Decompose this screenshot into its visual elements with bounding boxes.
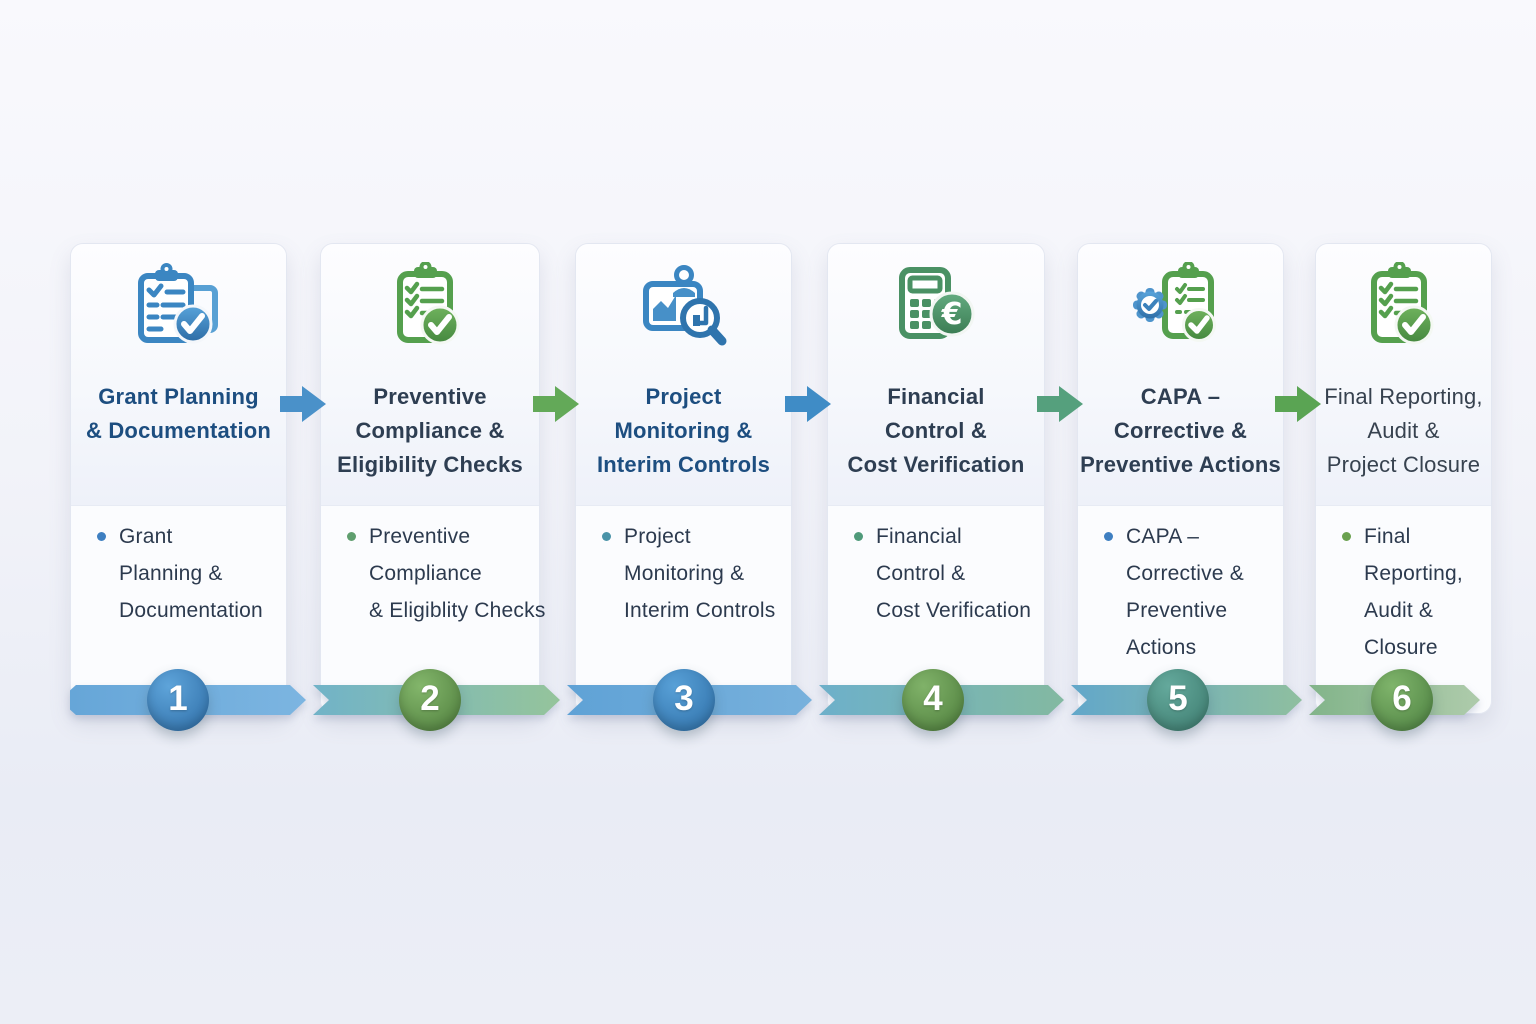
bullet-text: Grant Planning & Documentation [119, 525, 263, 622]
step-number: 2 [420, 679, 440, 718]
step-header: Grant Planning & Documentation [71, 244, 286, 506]
step-title: Financial Control & Cost Verification [847, 384, 1025, 477]
step-number: 4 [923, 679, 943, 718]
clipboard-checklist-icon [321, 262, 539, 354]
bullet-dot [602, 532, 611, 541]
calculator-euro-icon: € [828, 262, 1044, 354]
step-card-6: Final Reporting, Audit & Project Closure… [1315, 243, 1492, 714]
bullet-text: Preventive Compliance & Eligiblity Check… [369, 525, 546, 622]
list-item: Grant Planning & Documentation [97, 518, 286, 629]
step-card-3: Project Monitoring & Interim Controls Pr… [575, 243, 792, 714]
monitoring-chart-magnifier-icon [576, 262, 791, 354]
step-number: 6 [1392, 679, 1412, 718]
bullet-dot [1342, 532, 1351, 541]
bullet-dot [1104, 532, 1113, 541]
svg-text:€: € [941, 297, 963, 332]
list-item: Project Monitoring & Interim Controls [602, 518, 791, 629]
step-title: Preventive Compliance & Eligibility Chec… [337, 384, 523, 477]
bullet-dot [97, 532, 106, 541]
step-number-badge: 4 [902, 669, 964, 731]
step-number-badge: 1 [147, 669, 209, 731]
bullet-text: Final Reporting, Audit & Closure [1364, 525, 1463, 659]
step-title: CAPA – Corrective & Preventive Actions [1080, 384, 1281, 477]
step-title: Project Monitoring & Interim Controls [596, 384, 771, 477]
list-item: Preventive Compliance & Eligiblity Check… [347, 518, 545, 629]
arrow-right-icon [1037, 386, 1083, 422]
timeline-band [70, 685, 1484, 715]
step-number-badge: 2 [399, 669, 461, 731]
step-header: Final Reporting, Audit & Project Closure [1316, 244, 1491, 506]
bullet-text: Financial Control & Cost Verification [876, 525, 1032, 622]
list-item: CAPA – Corrective & Preventive Actions [1104, 518, 1283, 666]
list-item: Financial Control & Cost Verification [854, 518, 1044, 629]
arrow-right-icon [280, 386, 326, 422]
arrow-right-icon [1275, 386, 1321, 422]
bullet-dot [347, 532, 356, 541]
step-header: € Financial Control & Cost Verification [828, 244, 1044, 506]
step-number-badge: 3 [653, 669, 715, 731]
gear-check-clipboard-icon [1078, 262, 1283, 354]
step-number: 1 [168, 679, 188, 718]
arrow-right-icon [533, 386, 579, 422]
bullet-text: CAPA – Corrective & Preventive Actions [1126, 525, 1244, 659]
step-card-4: € Financial Control & Cost Verification … [827, 243, 1045, 714]
step-number: 5 [1168, 679, 1188, 718]
step-number-badge: 5 [1147, 669, 1209, 731]
step-card-5: CAPA – Corrective & Preventive Actions C… [1077, 243, 1284, 714]
step-header: CAPA – Corrective & Preventive Actions [1078, 244, 1283, 506]
step-number: 3 [674, 679, 694, 718]
bullet-text: Project Monitoring & Interim Controls [624, 525, 776, 622]
step-title: Final Reporting, Audit & Project Closure [1324, 384, 1483, 477]
step-card-2: Preventive Compliance & Eligibility Chec… [320, 243, 545, 714]
step-header: Project Monitoring & Interim Controls [576, 244, 791, 506]
step-title: Grant Planning & Documentation [85, 384, 272, 443]
step-number-badge: 6 [1371, 669, 1433, 731]
clipboard-document-check-icon [71, 262, 286, 354]
list-item: Final Reporting, Audit & Closure [1342, 518, 1491, 666]
step-header: Preventive Compliance & Eligibility Chec… [321, 244, 539, 506]
clipboard-checklist-icon [1316, 262, 1491, 354]
arrow-right-icon [785, 386, 831, 422]
bullet-dot [854, 532, 863, 541]
step-card-1: Grant Planning & Documentation Grant Pla… [70, 243, 287, 714]
step-summary: Final Reporting, Audit & Closure [1316, 506, 1491, 713]
